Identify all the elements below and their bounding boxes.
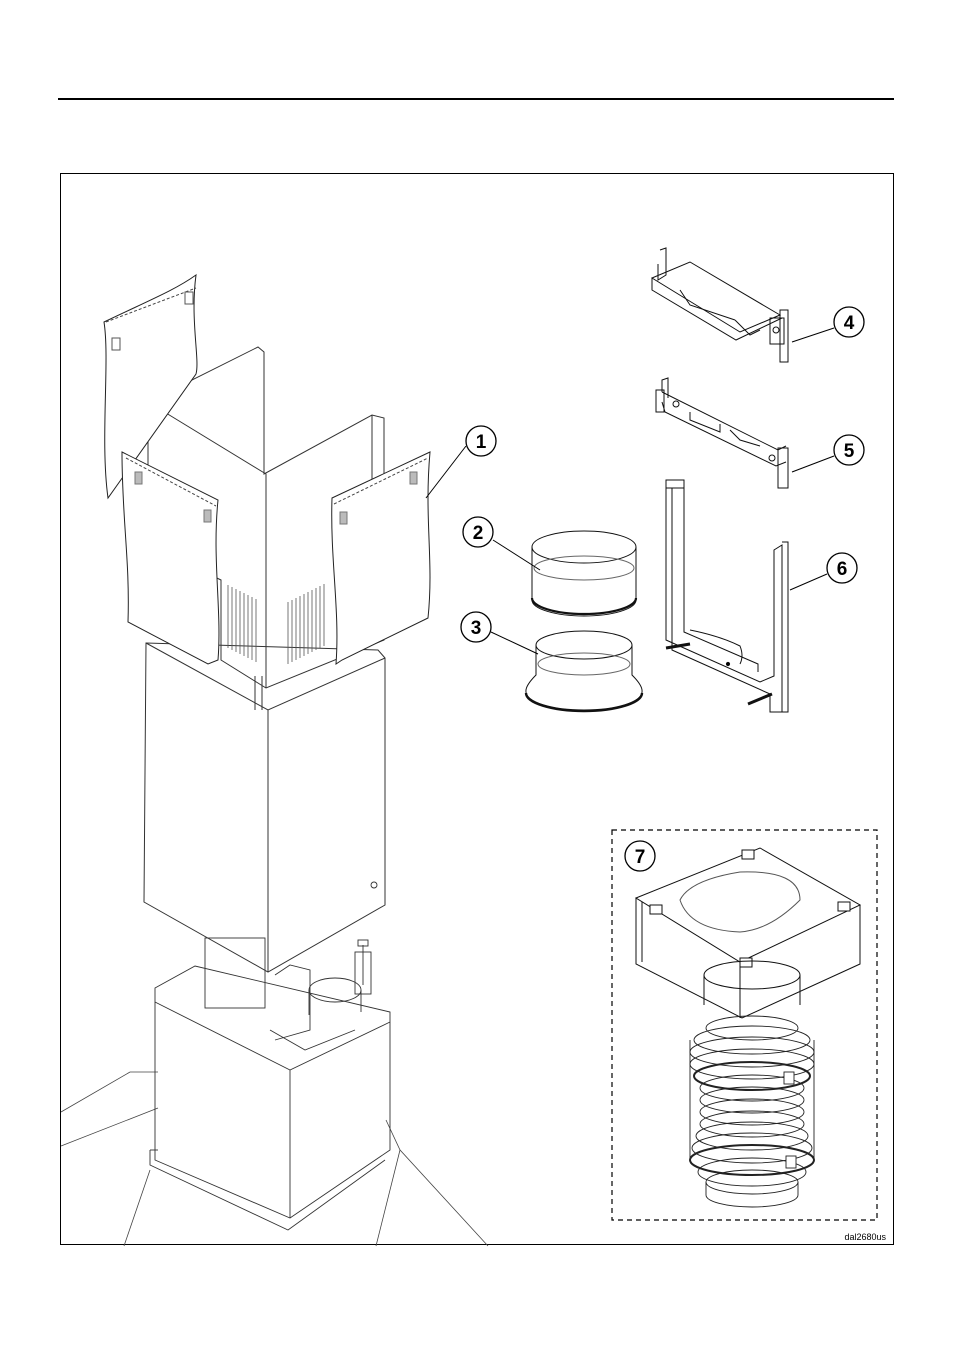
protective-sheet-back <box>104 275 197 498</box>
drawing-code: dal2680us <box>844 1232 886 1242</box>
callout-5-label: 5 <box>844 441 855 462</box>
vent-slots <box>228 584 324 664</box>
blower-outlet <box>205 882 377 1040</box>
bracket-middle <box>656 378 788 488</box>
protective-sheet-left <box>122 452 219 664</box>
kit-dashed-box <box>612 830 877 1220</box>
mounting-frame <box>666 480 788 712</box>
ceiling-lines <box>61 1072 488 1246</box>
callout-3-label: 3 <box>471 618 482 639</box>
plenum-box <box>636 848 860 1018</box>
duct-ring-lower <box>526 631 642 711</box>
callout-7-label: 7 <box>635 847 646 868</box>
flexible-duct <box>690 1016 814 1207</box>
callout-4-label: 4 <box>844 313 855 334</box>
callout-2-label: 2 <box>473 523 484 544</box>
bracket-upper <box>652 248 788 362</box>
protective-sheet-right <box>332 452 430 664</box>
callout-6-label: 6 <box>837 559 848 580</box>
lower-chimney <box>144 643 385 972</box>
callout-1-label: 1 <box>476 432 487 453</box>
lower-housing <box>150 966 390 1230</box>
duct-ring-upper <box>532 531 636 616</box>
